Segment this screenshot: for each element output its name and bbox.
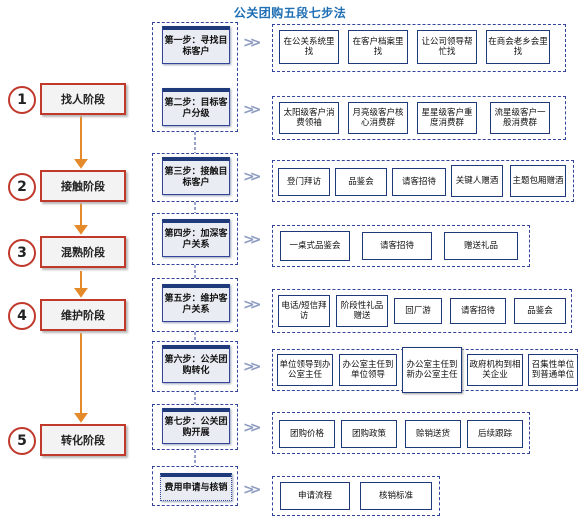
- chevron-right-icon: >>: [243, 420, 262, 436]
- detail-item: 在商会老乡会里找: [486, 30, 550, 64]
- arrowhead-1-2: [74, 159, 88, 169]
- step-group-1-2: [152, 22, 238, 132]
- detail-item: 关键人赠酒: [451, 165, 503, 197]
- detail-item: 流星级客户一般消费群: [490, 102, 550, 134]
- detail-item: 主题包厢赠酒: [510, 165, 566, 197]
- detail-group-2: [272, 96, 566, 140]
- detail-item: 团购政策: [341, 420, 397, 448]
- step-6-box: 第六步：公关团购转化: [162, 345, 230, 383]
- detail-group-1: [272, 24, 566, 72]
- detail-item: 阶段性礼品赠送: [336, 295, 388, 327]
- detail-item: 让公司领导帮忙找: [417, 30, 477, 64]
- step-3-box: 第三步：接触目标客户: [162, 157, 230, 195]
- step-8-box: 费用申请与核销: [160, 473, 232, 501]
- detail-item: 在公关系统里找: [279, 30, 339, 64]
- arrowhead-4-5: [74, 413, 88, 423]
- step-group-3: [152, 153, 238, 202]
- step-group-6: [152, 341, 238, 392]
- chevron-right-icon: >>: [243, 169, 262, 185]
- arrowhead-2-3: [74, 225, 88, 235]
- detail-group-7: [272, 412, 530, 454]
- chevron-right-icon: >>: [243, 359, 262, 375]
- step-group-5: [152, 278, 238, 332]
- detail-item: 太阳级客户消费领袖: [279, 102, 339, 134]
- step-group-4: [152, 213, 238, 265]
- detail-item: 政府机构到相关企业: [467, 354, 523, 386]
- stage-1-box: 找人阶段: [40, 83, 126, 115]
- detail-item: 品鉴会: [335, 168, 387, 196]
- detail-item: 单位领导到办公室主任: [277, 354, 333, 386]
- detail-item: 电话/短信拜访: [278, 295, 330, 327]
- detail-item: 请客招待: [392, 168, 446, 196]
- step-group-8: [152, 466, 238, 506]
- detail-item: 赠送礼品: [444, 232, 518, 260]
- stage-4-box: 维护阶段: [40, 299, 126, 331]
- stage-3-box: 混熟阶段: [40, 236, 126, 268]
- detail-item: 登门拜访: [278, 168, 330, 196]
- detail-item: 核销标准: [360, 482, 432, 510]
- step-4-box: 第四步：加深客户关系: [162, 219, 230, 257]
- step-1-box: 第一步：寻找目标客户: [162, 26, 230, 64]
- detail-item: 申请流程: [280, 482, 350, 510]
- detail-item: 月亮级客户核心消费群: [348, 102, 408, 134]
- detail-item: 请客招待: [450, 298, 506, 324]
- detail-group-3: [272, 160, 574, 202]
- stage-3-number: 3: [8, 239, 36, 267]
- detail-group-8: [272, 476, 440, 516]
- chevron-right-icon: >>: [243, 482, 262, 498]
- chevron-right-icon: >>: [243, 297, 262, 313]
- arrowhead-3-4: [74, 288, 88, 298]
- detail-item: 团购价格: [279, 420, 335, 448]
- stage-2-box: 接触阶段: [40, 170, 126, 202]
- detail-item: 一桌式品鉴会: [280, 231, 350, 261]
- detail-item: 星星级客户重度消费群: [417, 102, 477, 134]
- step-7-box: 第七步：公关团购开展: [162, 408, 230, 444]
- detail-item: 办公室主任到单位领导: [339, 354, 397, 386]
- diagram-title: 公关团购五段七步法: [233, 6, 347, 20]
- step-2-box: 第二步：目标客户分级: [162, 88, 230, 126]
- detail-item: 请客招待: [362, 232, 432, 260]
- detail-item: 办公室主任到新办公室主任: [402, 347, 462, 393]
- detail-group-5: [272, 289, 572, 333]
- detail-item: 召集性单位到普通单位: [528, 354, 578, 386]
- chevron-right-icon: >>: [243, 102, 262, 118]
- detail-group-4: [272, 225, 530, 267]
- step-group-7: [152, 404, 238, 450]
- detail-item: 回厂游: [394, 298, 442, 324]
- detail-item: 在客户档案里找: [348, 30, 408, 64]
- detail-item: 品鉴会: [514, 298, 566, 324]
- stage-5-box: 转化阶段: [40, 424, 126, 456]
- stage-1-number: 1: [8, 86, 36, 114]
- chevron-right-icon: >>: [243, 232, 262, 248]
- step-5-box: 第五步：维护客户关系: [162, 284, 230, 322]
- stage-2-number: 2: [8, 173, 36, 201]
- detail-item: 后续跟踪: [467, 420, 523, 448]
- detail-item: 赊销送货: [405, 420, 461, 448]
- stage-4-number: 4: [8, 302, 36, 330]
- chevron-right-icon: >>: [243, 35, 262, 51]
- stage-5-number: 5: [8, 427, 36, 455]
